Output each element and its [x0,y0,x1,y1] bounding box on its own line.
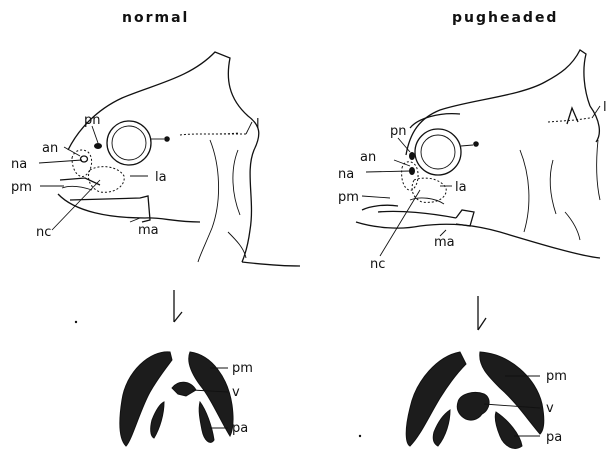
jaw-bones-normal [120,352,233,446]
label-nc-pugheaded: nc [370,257,385,272]
label-ma-normal: ma [138,223,159,238]
label-la-pugheaded: la [455,180,467,195]
label-pn-normal: pn [84,113,101,128]
fish-head-normal [58,52,300,266]
eye-normal [107,121,151,165]
label-ma-pugheaded: ma [434,235,455,250]
arrow-down-icon [478,296,486,330]
jaw-label-pa-normal: pa [232,421,248,436]
panel-title-normal: normal [122,10,189,26]
label-pm-normal: pm [11,180,32,195]
jaw-bones-pugheaded [406,352,544,448]
jaw-label-pm-normal: pm [232,361,253,376]
jaw-label-v-pugheaded: v [546,401,554,416]
label-an-pugheaded: an [360,150,376,165]
jaw-label-v-normal: v [232,385,240,400]
eye-pugheaded [415,129,461,175]
label-l-normal: l [256,117,260,132]
label-pn-pugheaded: pn [390,124,407,139]
label-nc-normal: nc [36,225,51,240]
fish-head-pugheaded [356,50,600,258]
label-an-normal: an [42,141,58,156]
arrow-down-icon [174,290,182,322]
label-na-pugheaded: na [338,167,354,182]
panel-normal: normal [11,10,300,446]
label-na-normal: na [11,157,27,172]
label-pm-pugheaded: pm [338,190,359,205]
jaw-label-pm-pugheaded: pm [546,369,567,384]
label-la-normal: la [155,170,167,185]
panel-title-pugheaded: pugheaded [452,10,558,26]
label-l-pugheaded: l [603,100,607,115]
jaw-label-pa-pugheaded: pa [546,430,562,445]
panel-pugheaded: pugheaded [338,10,607,448]
